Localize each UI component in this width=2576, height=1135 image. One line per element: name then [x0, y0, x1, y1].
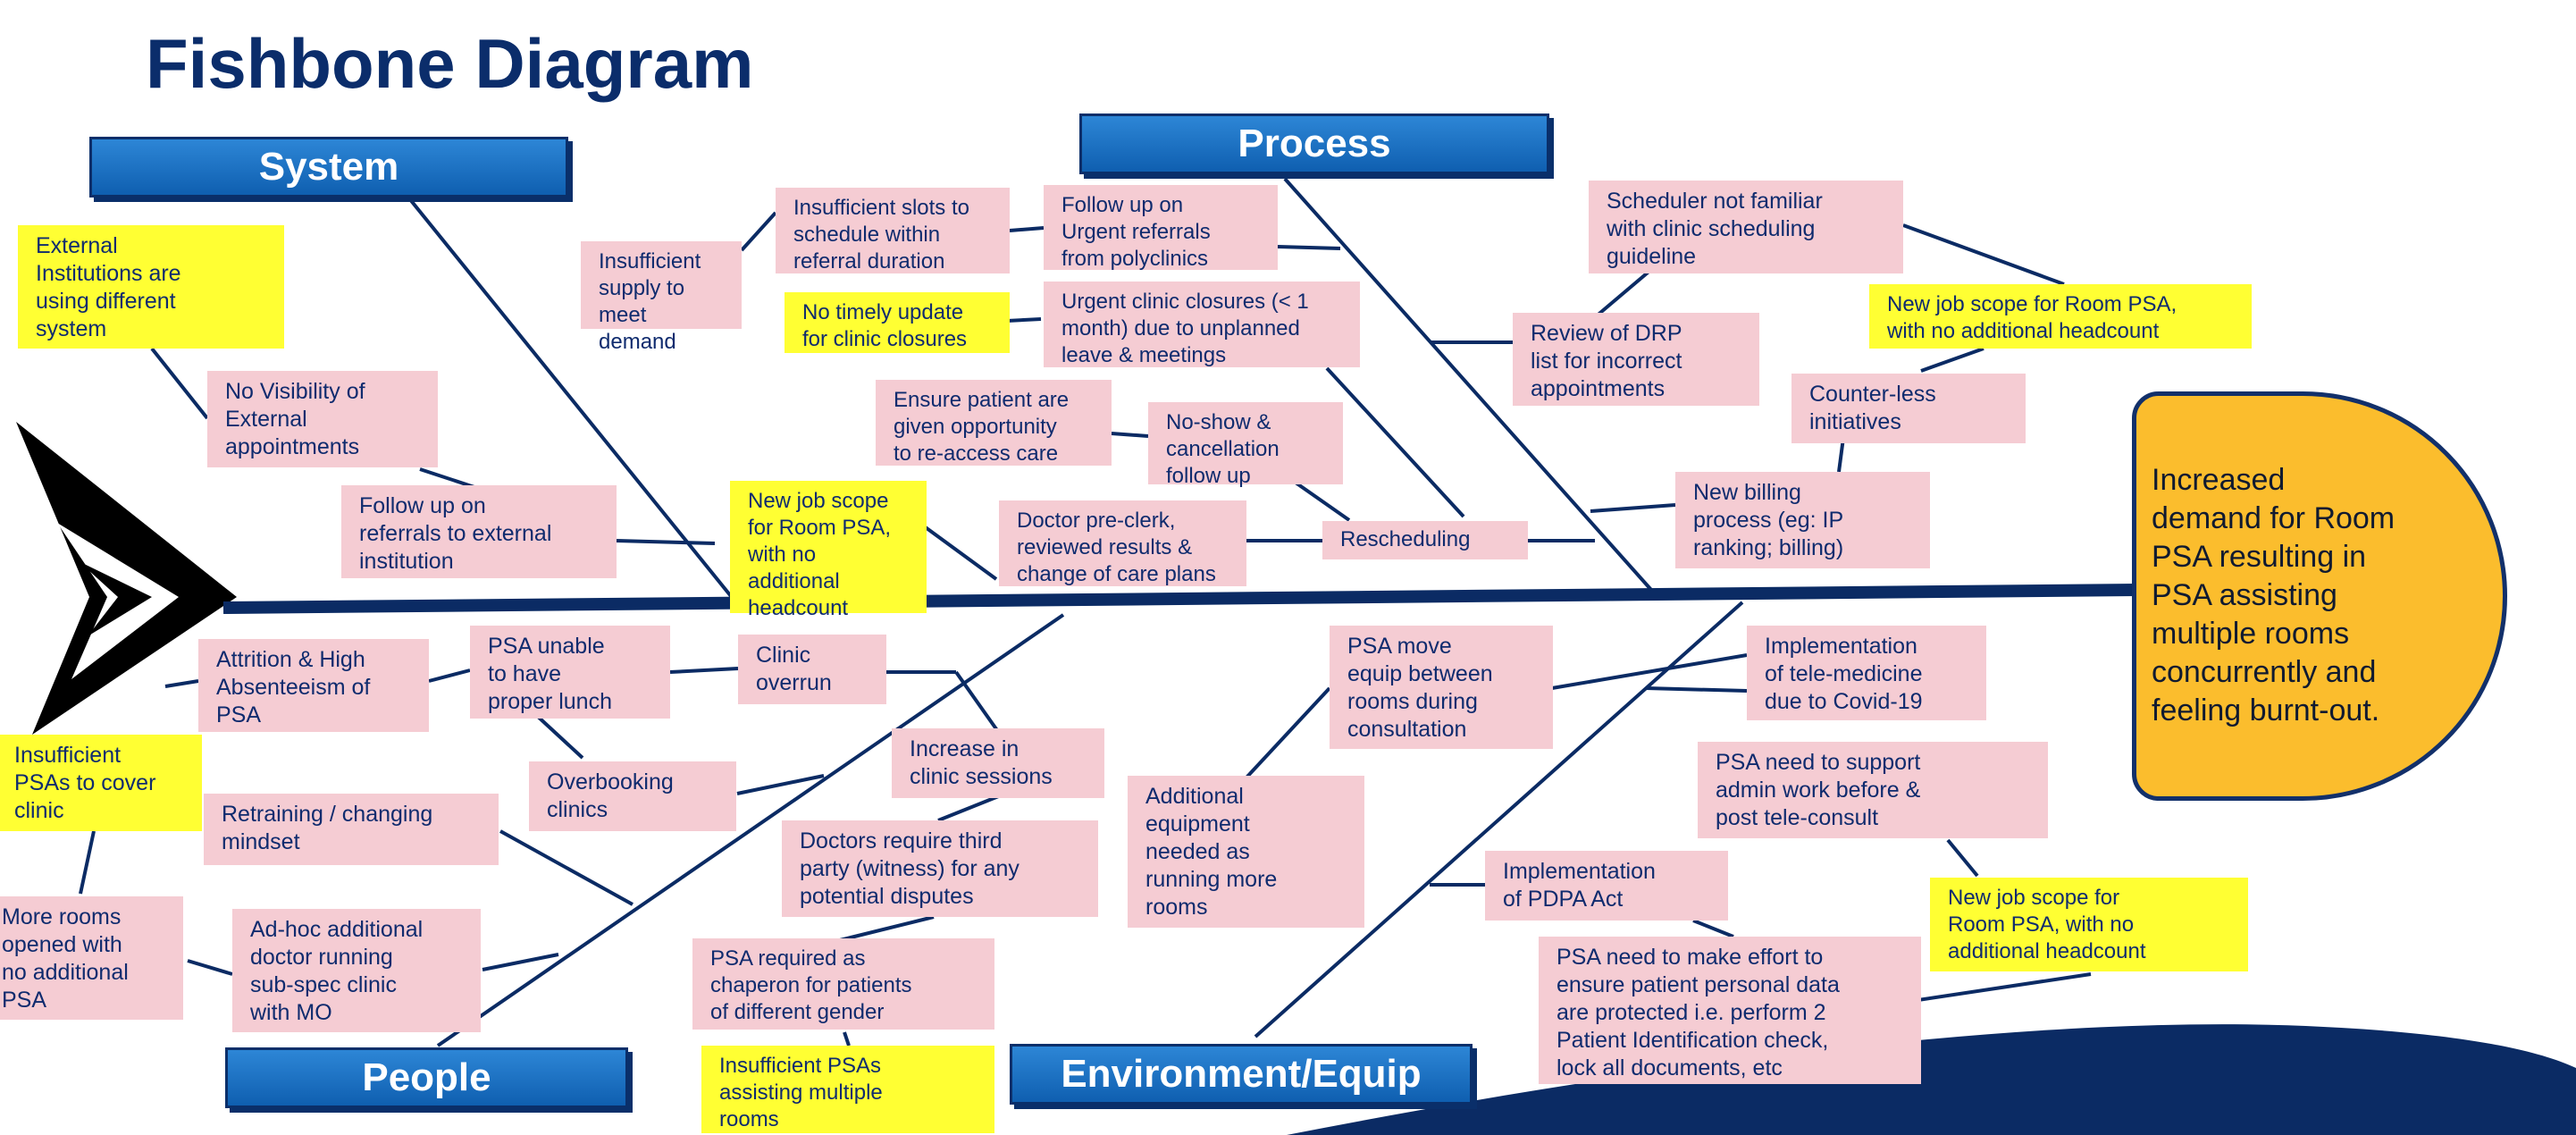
cause-box: Counter-less initiatives: [1791, 374, 2026, 443]
category-system: System: [89, 137, 568, 198]
cause-box: PSA required as chaperon for patients of…: [692, 938, 994, 1030]
cause-box: Additional equipment needed as running m…: [1128, 776, 1364, 928]
cause-box: New job scope for Room PSA, with no addi…: [730, 481, 927, 620]
cause-box: Insufficient slots to schedule within re…: [776, 188, 1010, 273]
cause-box: Ad-hoc additional doctor running sub-spe…: [232, 909, 481, 1032]
spine: [222, 584, 2138, 614]
cause-box: Implementation of tele-medicine due to C…: [1747, 626, 1986, 720]
cause-box: New job scope for Room PSA, with no addi…: [1869, 284, 2252, 349]
page-title: Fishbone Diagram: [146, 24, 754, 103]
cause-box: Attrition & High Absenteeism of PSA: [198, 639, 429, 732]
category-environment: Environment/Equip: [1010, 1044, 1473, 1105]
cause-box: PSA unable to have proper lunch: [470, 626, 670, 719]
cause-box: Clinic overrun: [738, 635, 886, 704]
cause-box: New job scope for Room PSA, with no addi…: [1930, 878, 2248, 971]
cause-box: Doctor pre-clerk, reviewed results & cha…: [999, 500, 1246, 586]
cause-box: More rooms opened with no additional PSA: [0, 896, 183, 1020]
fish-tail-icon: [16, 422, 237, 735]
cause-box: Doctors require third party (witness) fo…: [782, 820, 1098, 917]
cause-box: Rescheduling: [1322, 521, 1528, 559]
cause-box: PSA need to make effort to ensure patien…: [1539, 937, 1921, 1084]
cause-box: No Visibility of External appointments: [207, 371, 438, 467]
cause-box: New billing process (eg: IP ranking; bil…: [1675, 472, 1930, 568]
cause-box: Insufficient PSAs to cover clinic: [0, 735, 202, 831]
cause-box: Urgent clinic closures (< 1 month) due t…: [1044, 282, 1360, 367]
cause-box: Overbooking clinics: [529, 761, 736, 831]
cause-box: PSA need to support admin work before & …: [1698, 742, 2048, 838]
cause-box: Retraining / changing mindset: [204, 794, 499, 865]
category-process: Process: [1079, 114, 1549, 174]
cause-box: Ensure patient are given opportunity to …: [876, 380, 1112, 466]
cause-box: External Institutions are using differen…: [18, 225, 284, 349]
cause-box: Review of DRP list for incorrect appoint…: [1513, 313, 1759, 406]
cause-box: Insufficient supply to meet demand: [581, 241, 742, 354]
cause-box: Implementation of PDPA Act: [1485, 851, 1728, 921]
cause-box: Scheduler not familiar with clinic sched…: [1589, 181, 1903, 273]
cause-box: Follow up on Urgent referrals from polyc…: [1044, 185, 1278, 271]
cause-box: No timely update for clinic closures: [785, 292, 1010, 353]
problem-head: [2132, 391, 2507, 801]
category-people: People: [225, 1047, 628, 1108]
cause-box: PSA move equip between rooms during cons…: [1330, 626, 1553, 749]
bottom-wave: [1287, 1024, 2576, 1135]
problem-statement: Increased demand for Room PSA resulting …: [2152, 463, 2396, 727]
cause-box: Insufficient PSAs assisting multiple roo…: [701, 1046, 994, 1133]
cause-box: No-show & cancellation follow up: [1148, 402, 1343, 488]
cause-box: Follow up on referrals to external insti…: [341, 485, 617, 578]
cause-box: Increase in clinic sessions: [892, 728, 1104, 798]
